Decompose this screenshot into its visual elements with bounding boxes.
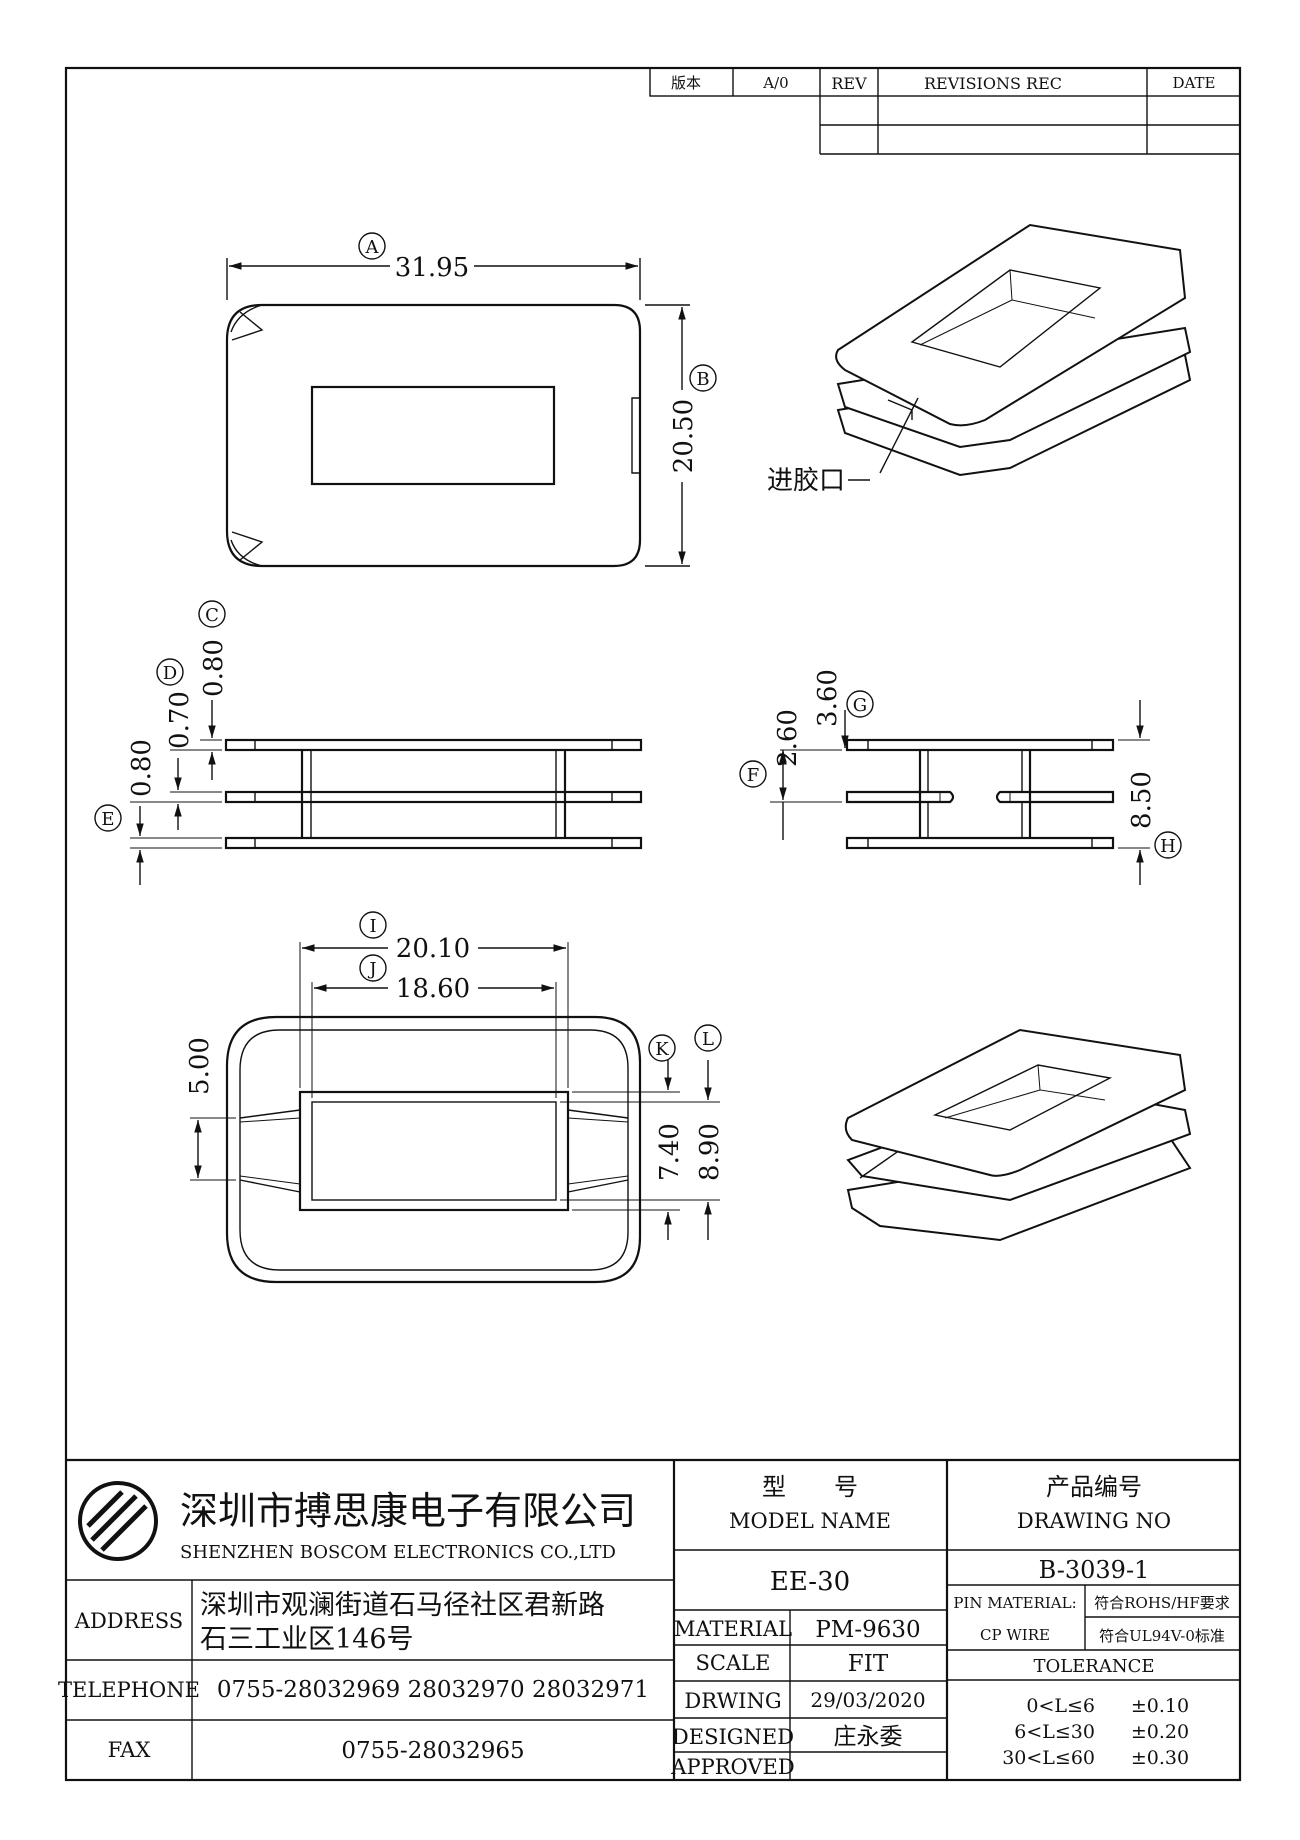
marker-f	[739, 760, 767, 788]
dim-g-value: 3.60	[813, 669, 843, 727]
tolerance-value-2: ±0.20	[1131, 1721, 1189, 1743]
marker-f-label: F	[747, 765, 760, 786]
revisions-rec-label: REVISIONS REC	[924, 74, 1062, 93]
drawing-no-en: DRAWING NO	[1017, 1509, 1171, 1533]
marker-b	[689, 364, 717, 392]
tolerance-value-1: ±0.10	[1131, 1695, 1189, 1717]
designed-value: 庄永委	[834, 1724, 903, 1750]
company-logo-icon	[78, 1481, 158, 1561]
marker-a-label: A	[365, 237, 380, 258]
marker-j	[359, 954, 387, 982]
address-label: ADDRESS	[74, 1609, 183, 1633]
fax-value: 0755-28032965	[341, 1738, 524, 1764]
model-name-cn: 型 号	[762, 1473, 858, 1501]
marker-e-label: E	[101, 809, 114, 830]
model-name-en: MODEL NAME	[729, 1509, 891, 1533]
marker-e	[94, 804, 122, 832]
model-value: EE-30	[770, 1567, 850, 1597]
tolerance-range-1: 0<L≤6	[1026, 1695, 1095, 1717]
material-label: MATERIAL	[674, 1617, 792, 1641]
dim-i-value: 20.10	[396, 934, 470, 964]
dim-h-value: 8.50	[1127, 771, 1157, 829]
fax-label: FAX	[108, 1738, 151, 1762]
marker-h-label: H	[1160, 836, 1176, 857]
marker-k	[648, 1034, 676, 1062]
dim-e-value: 0.80	[127, 739, 157, 797]
designed-label: DESIGNED	[672, 1725, 794, 1749]
dim-a-value: 31.95	[395, 253, 469, 283]
company-name-cn: 深圳市搏思康电子有限公司	[180, 1489, 636, 1533]
rev-label: REV	[831, 74, 867, 93]
front-view: 0.80 C 0.70 D 0.80 E	[94, 600, 643, 885]
dim-d-value: 0.70	[165, 691, 195, 749]
iso-view-2	[844, 1028, 1192, 1242]
marker-g	[846, 690, 874, 718]
iso-view-1: 进胶口	[767, 223, 1192, 496]
marker-g-label: G	[853, 695, 867, 716]
revision-table: 版本 A/0 REV REVISIONS REC DATE	[649, 67, 1241, 155]
scale-value: FIT	[848, 1651, 889, 1677]
cp-wire-note: 符合UL94V-0标准	[1099, 1627, 1225, 1645]
drawing-no-cn: 产品编号	[1046, 1473, 1142, 1501]
cp-wire-label: CP WIRE	[980, 1626, 1050, 1644]
tolerance-value-3: ±0.30	[1131, 1747, 1189, 1769]
date-label: DATE	[1173, 74, 1216, 92]
dim-c-value: 0.80	[199, 639, 229, 697]
pin-material-note: 符合ROHS/HF要求	[1094, 1594, 1230, 1612]
scale-label: SCALE	[696, 1651, 771, 1675]
dim-l-value: 8.90	[695, 1123, 725, 1181]
dim-j-value: 18.60	[396, 974, 470, 1004]
marker-d-label: D	[163, 663, 177, 684]
marker-i-label: I	[369, 916, 376, 937]
tolerance-range-2: 6<L≤30	[1014, 1721, 1095, 1743]
marker-l	[694, 1024, 722, 1052]
material-value: PM-9630	[815, 1617, 920, 1643]
dim-5-value: 5.00	[185, 1037, 215, 1095]
side-view: 3.60 G 2.60 F 8.50 H	[739, 669, 1182, 885]
gate-label: 进胶口	[767, 466, 845, 496]
rev-version-value: A/0	[762, 74, 788, 92]
address-line2: 石三工业区146号	[200, 1624, 414, 1655]
marker-h	[1154, 831, 1182, 859]
bottom-view: 20.10 I 18.60 J 5.00 7.40 K 8.90 L	[185, 911, 725, 1284]
address-line1: 深圳市观澜街道石马径社区君新路	[200, 1590, 605, 1621]
marker-k-label: K	[655, 1039, 669, 1060]
telephone-label: TELEPHONE	[58, 1678, 200, 1702]
company-name-en: SHENZHEN BOSCOM ELECTRONICS CO.,LTD	[180, 1542, 616, 1563]
dim-b-value: 20.50	[669, 399, 699, 473]
dim-f-value: 2.60	[773, 709, 803, 767]
marker-i	[359, 911, 387, 939]
marker-l-label: L	[702, 1029, 714, 1050]
dim-k-value: 7.40	[655, 1123, 685, 1181]
drawing-label: DRWING	[684, 1689, 781, 1713]
tolerance-label: TOLERANCE	[1033, 1656, 1154, 1677]
top-view: 31.95 A 20.50 B	[225, 232, 717, 568]
marker-b-label: B	[696, 369, 709, 390]
pin-material-label: PIN MATERIAL:	[953, 1594, 1076, 1612]
drawing-no-value: B-3039-1	[1039, 1556, 1150, 1584]
title-block: 深圳市搏思康电子有限公司 SHENZHEN BOSCOM ELECTRONICS…	[58, 1458, 1240, 1780]
telephone-value: 0755-28032969 28032970 28032971	[217, 1677, 649, 1703]
approved-label: APPROVED	[670, 1755, 794, 1779]
marker-c-label: C	[205, 605, 219, 626]
marker-c	[198, 600, 226, 628]
marker-j-label: J	[367, 959, 376, 980]
drawing-value: 29/03/2020	[810, 1688, 925, 1712]
rev-version-label: 版本	[671, 74, 701, 92]
tolerance-range-3: 30<L≤60	[1002, 1747, 1095, 1769]
marker-d	[156, 658, 184, 686]
marker-a	[358, 232, 386, 260]
